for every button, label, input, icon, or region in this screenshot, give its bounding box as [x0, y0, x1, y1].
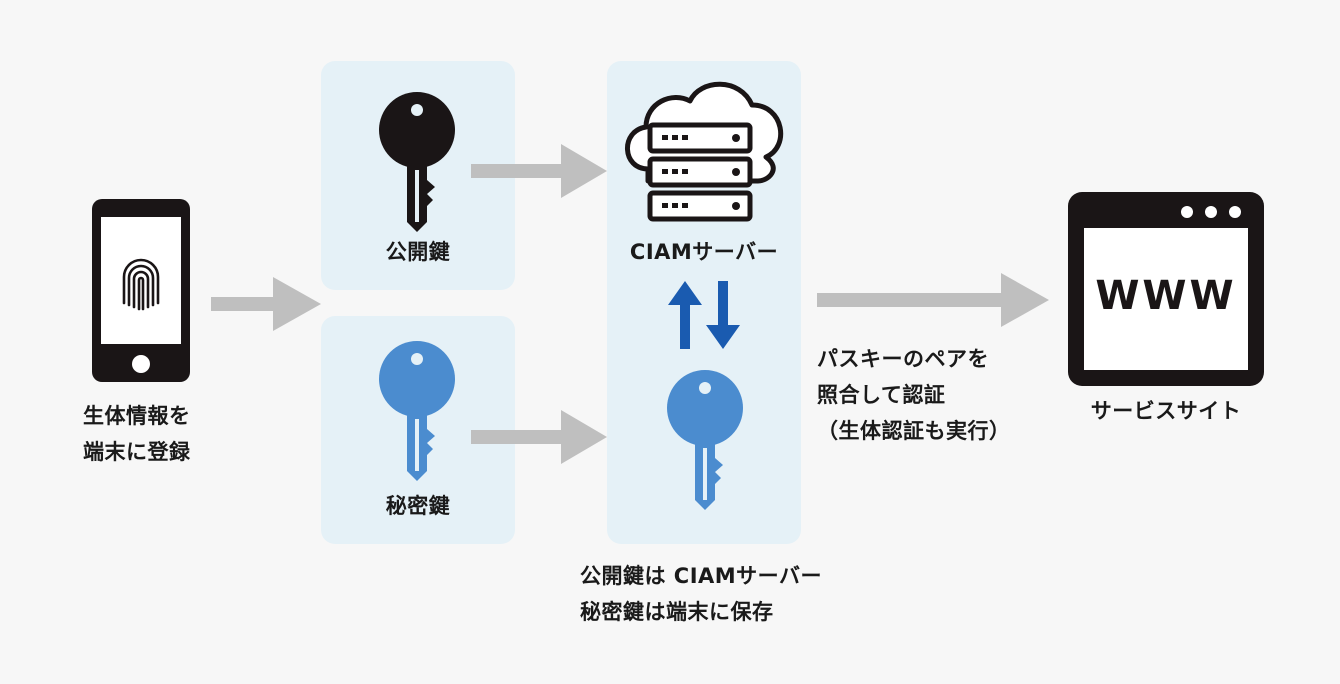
auth-note-line1: パスキーのペアを: [817, 347, 989, 371]
browser-window-icon: [1068, 192, 1264, 386]
auth-note-line2: 照合して認証: [817, 383, 946, 407]
cloud-server-icon: [625, 81, 784, 222]
public-key-icon: [379, 92, 455, 232]
private-key-icon: [379, 341, 455, 481]
storage-note: 公開鍵は CIAMサーバー 秘密鍵は端末に保存: [580, 558, 822, 630]
arrow-right-icon: [817, 273, 1049, 327]
public-key-label: 公開鍵: [385, 240, 451, 264]
private-key-label: 秘密鍵: [385, 494, 451, 518]
arrow-right-icon: [471, 144, 607, 198]
auth-note: パスキーのペアを 照合して認証 （生体認証も実行）: [817, 341, 1011, 449]
www-text: WWW: [1095, 273, 1237, 319]
up-down-arrows-icon: [668, 281, 740, 349]
smartphone-icon: [92, 199, 190, 382]
phone-caption-line2: 端末に登録: [83, 440, 191, 464]
arrow-right-icon: [471, 410, 607, 464]
storage-note-line2: 秘密鍵は端末に保存: [580, 600, 774, 624]
fingerprint-icon: [122, 258, 160, 311]
server-label: CIAMサーバー: [629, 240, 779, 264]
phone-caption: 生体情報を 端末に登録: [83, 398, 191, 470]
arrow-right-icon: [211, 277, 321, 331]
key-icon: [667, 370, 743, 510]
storage-note-line1: 公開鍵は CIAMサーバー: [580, 564, 822, 588]
phone-caption-line1: 生体情報を: [83, 404, 191, 428]
website-label: サービスサイト: [1090, 399, 1242, 423]
auth-note-line3: （生体認証も実行）: [817, 419, 1011, 443]
